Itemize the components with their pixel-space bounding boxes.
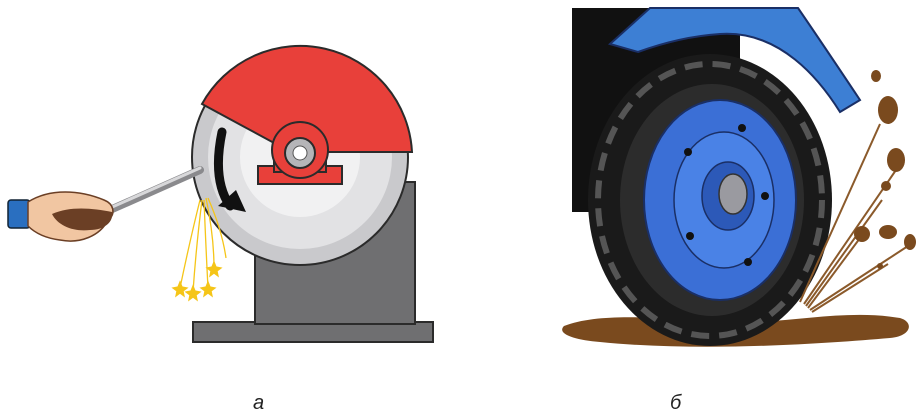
panel-a-grinder — [8, 46, 433, 342]
hand-icon — [8, 192, 113, 241]
tool-rod — [110, 168, 200, 210]
mud-blobs — [854, 70, 916, 269]
wheel-rim — [644, 100, 796, 300]
panel-b-tractor-wheel — [562, 8, 916, 347]
caption-panel-a: а — [253, 392, 264, 415]
caption-panel-b: б — [670, 392, 681, 415]
